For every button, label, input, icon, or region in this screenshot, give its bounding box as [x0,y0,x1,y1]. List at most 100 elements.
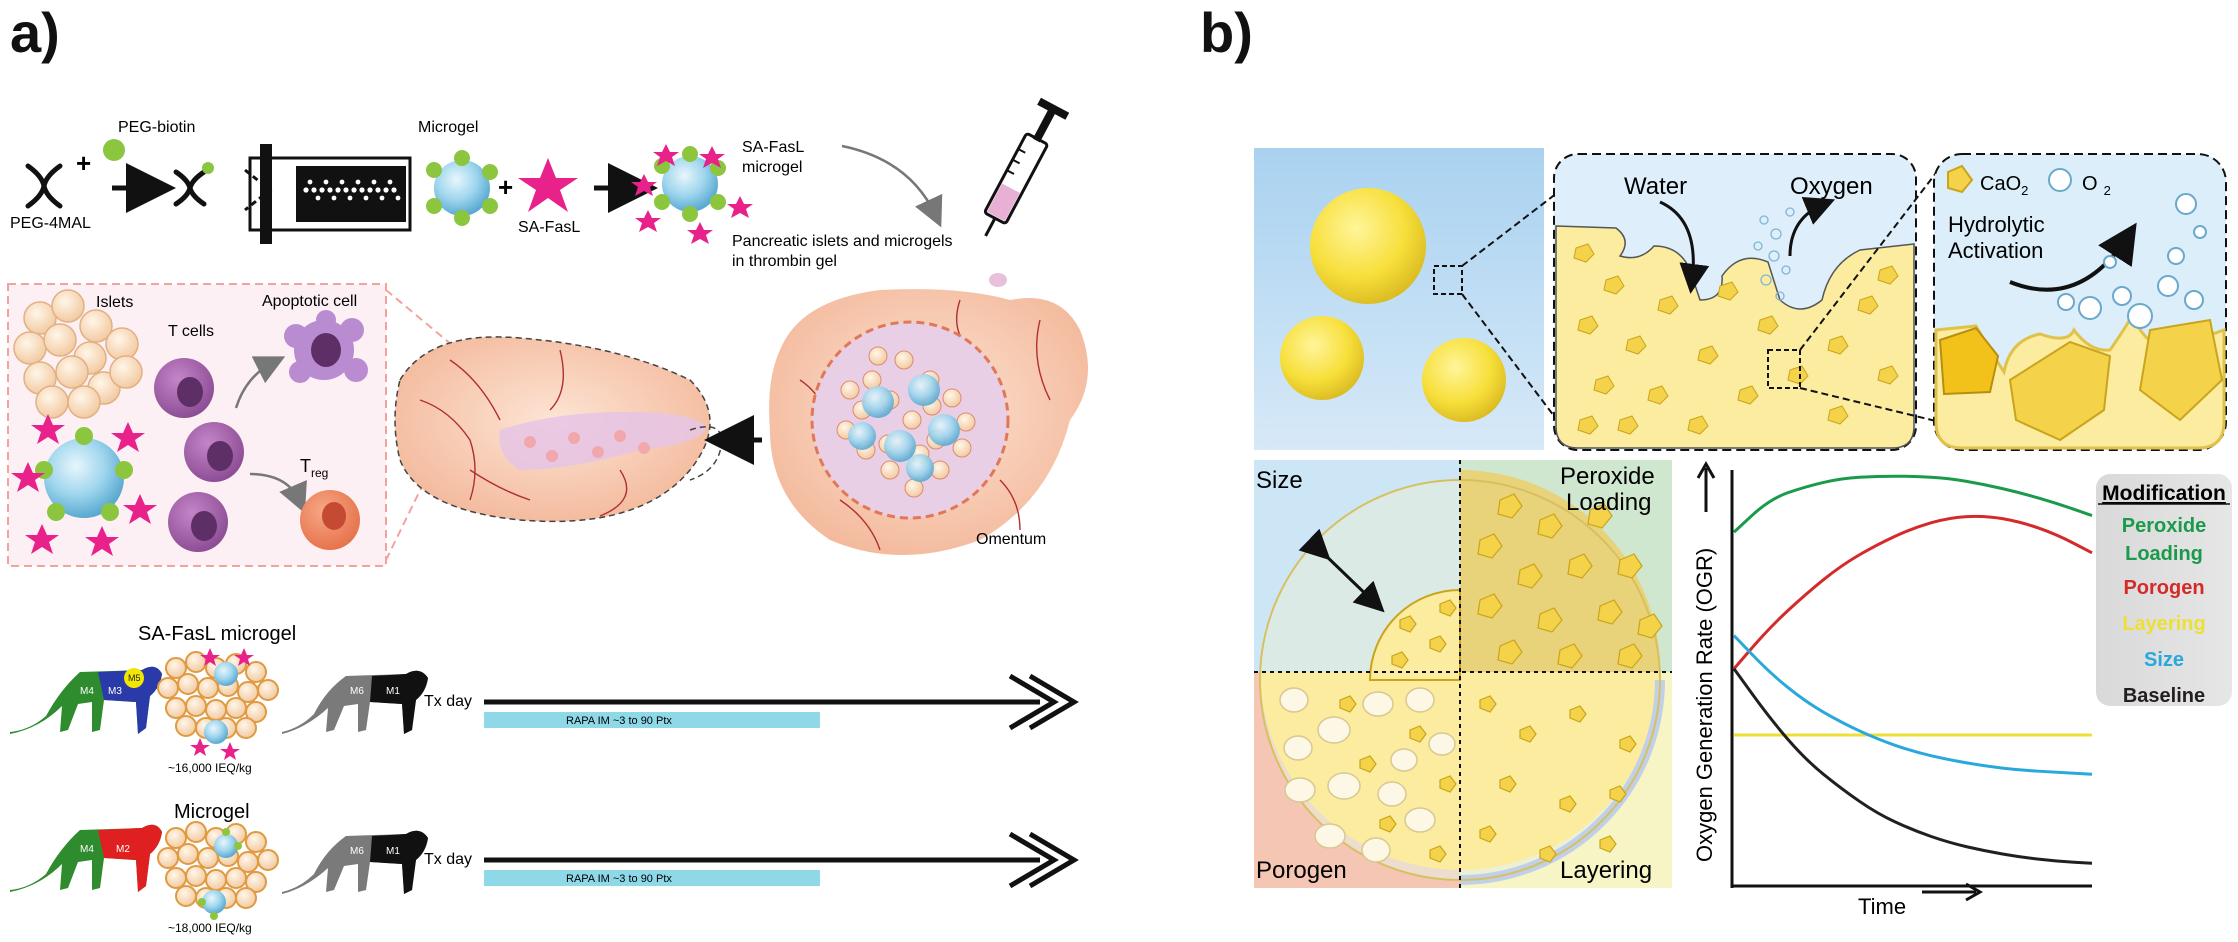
quadrant-size-label: Size [1256,467,1303,494]
peg-biotin-conjugate-icon [173,162,214,207]
microfluidic-chip-icon [244,144,412,244]
sa-fasl-microgel-icon [631,144,753,244]
zoom-guide-line [1799,159,1947,423]
gel-droplet-icon [989,273,1007,287]
t-cell-icon [168,492,228,552]
water-arrow-icon [1659,200,1710,294]
modification-quadrants: Size Peroxide Loading Porogen Layering [1254,460,1672,888]
microgel-label: Microgel [418,119,478,136]
particle-surface-zoom: Water Oxygen [1553,153,1917,451]
monkey-tag: M3 [108,686,122,697]
series-line-peroxide-loading [1732,474,2093,534]
omentum-gel-illustration [769,289,1088,555]
microgel-icon [426,150,498,226]
monkey-tag: M2 [116,844,130,855]
t-cell-icon [184,422,244,482]
peg-4mal-label: PEG-4MAL [10,215,91,232]
islet-cluster-icon [13,289,143,419]
rapa-bar [484,712,820,728]
sa-fasl-microgel-label-line2: microgel [742,159,802,176]
monkey-tag: M4 [80,686,94,697]
legend-entry: Peroxide [2122,515,2206,537]
tx-day-label: Tx day [424,851,472,868]
activation-arrow-icon [2009,222,2137,292]
syringe-icon [983,97,1070,237]
curved-arrow-icon [841,144,943,228]
tx-day-label: Tx day [424,693,472,710]
legend-entry: Layering [2122,613,2205,635]
islets-label: Islets [96,294,133,311]
t-cells-label: T cells [168,323,214,340]
omentum-roll-illustration [394,336,723,523]
group-title: SA-FasL microgel [138,623,296,645]
peg-4mal-icon [25,163,63,209]
curved-arrow-icon [234,356,286,409]
series-line-size [1732,634,2093,776]
islet-microgel-cluster-icon [157,821,279,920]
biotin-bead-icon [103,139,125,161]
timeline-double-chevron-icon [1008,831,1079,889]
ogr-chart: Oxygen Generation Rate (OGR) Time [1692,460,2093,919]
size-double-arrow-icon [1298,528,1385,613]
plus-sign: + [76,148,91,178]
o2-legend-icon [2048,168,2072,192]
panel-a: a) PEG-4MAL + PEG-biotin [7,1,1088,935]
water-label: Water [1624,173,1687,200]
series-layer [1732,474,2093,865]
sa-fasl-star-icon [518,158,578,212]
x-axis-arrow-icon [1922,882,1984,902]
monkey-tag: M6 [350,686,364,697]
rapa-label: RAPA IM ~3 to 90 Ptx [566,873,672,885]
oxygen-arrow-icon [1788,196,1836,257]
quadrant-peroxide-label-line1: Peroxide [1560,463,1655,490]
y-axis-arrow-icon [1696,460,1716,512]
chart-legend: Modification PeroxideLoadingPorogenLayer… [2096,474,2232,707]
synthesis-scheme: PEG-4MAL + PEG-biotin [10,97,1070,287]
rapa-label: RAPA IM ~3 to 90 Ptx [566,715,672,727]
treatment-group-sa-fasl: SA-FasL microgel M4 M3 M5 [10,623,1079,775]
apoptotic-cell-icon [284,310,368,383]
legend-entry: Porogen [2123,577,2204,599]
omentum-label: Omentum [976,531,1046,548]
hydrolytic-label-line1: Hydrolytic [1948,212,2045,237]
series-line-porogen [1732,514,2093,670]
monkey-tag: M1 [386,846,400,857]
curved-arrow-icon [249,472,307,514]
treg-label: Treg [300,456,328,480]
monkey-tag: M4 [80,844,94,855]
series-line-baseline [1732,667,2093,865]
quadrant-peroxide-label-line2: Loading [1566,489,1651,516]
ieq-label: ~16,000 IEQ/kg [168,761,252,775]
microgel-with-fasl-icon [11,414,157,556]
peg-biotin-label: PEG-biotin [118,119,195,136]
recipient-monkey-icon: M4 M2 [10,824,162,892]
timeline-double-chevron-icon [1008,673,1079,731]
sa-fasl-label: SA-FasL [518,219,580,236]
legend-title: Modification [2102,482,2226,505]
hydrolytic-label-line2: Activation [1948,238,2043,263]
panel-b: b) [1200,1,2232,919]
particle-overview-box [1254,148,1544,450]
rapa-bar [484,870,820,886]
plus-sign: + [498,172,513,202]
monkey-tag: M1 [386,686,400,697]
treg-cell-icon [300,490,360,550]
legend-entry: Size [2144,649,2184,671]
cao2-label: CaO2 [1980,173,2028,198]
quadrant-layering-label: Layering [1560,857,1652,884]
monkey-tag: M6 [350,846,364,857]
legend-entry: Baseline [2123,685,2205,707]
legend-entry-line2: Loading [2125,543,2203,565]
x-axis-label: Time [1858,894,1906,919]
oxygen-label: Oxygen [1790,173,1873,200]
ieq-label: ~18,000 IEQ/kg [168,921,252,935]
thrombin-label-line1: Pancreatic islets and microgels [732,233,953,250]
y-axis-label: Oxygen Generation Rate (OGR) [1692,548,1717,862]
donor-monkey-icon: M6 M1 [282,830,428,894]
oxygen-bubbles [2057,193,2207,329]
donor-monkey-icon: M6 M1 [282,670,428,734]
monkey-tag: M5 [128,673,141,683]
quadrant-porogen-label: Porogen [1256,857,1347,884]
